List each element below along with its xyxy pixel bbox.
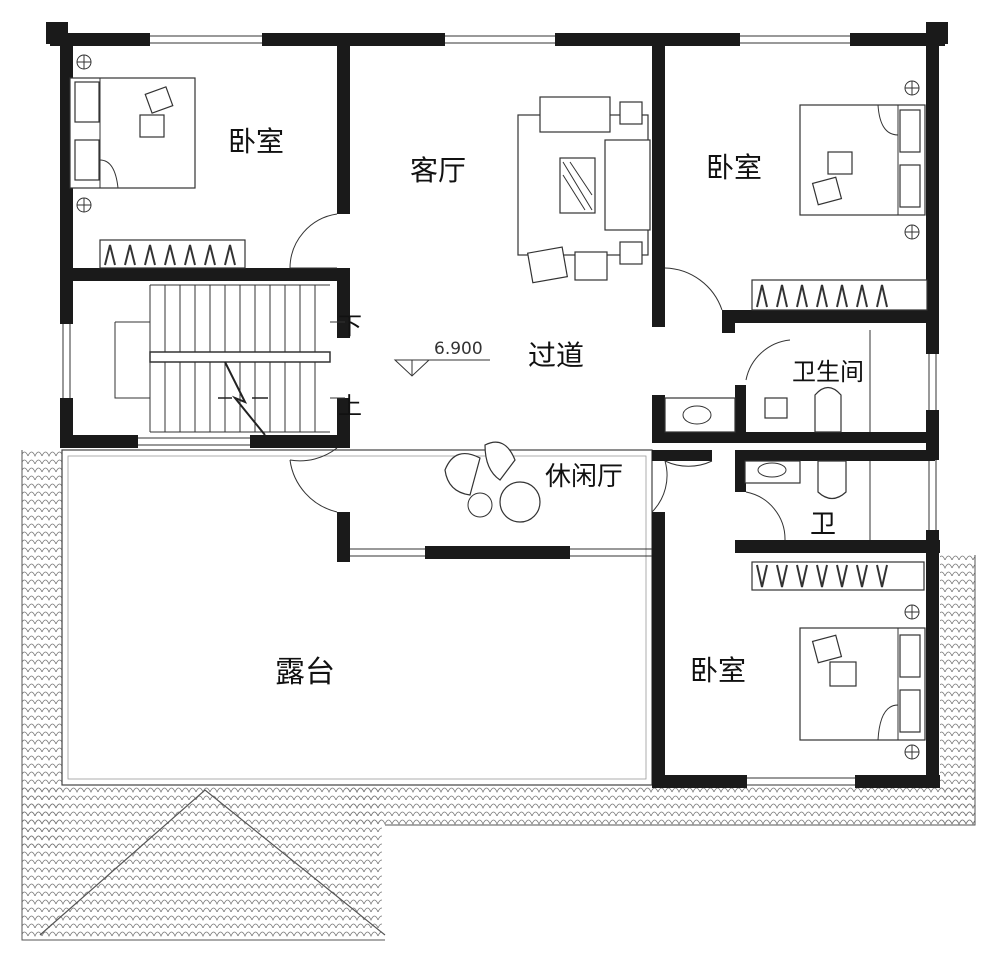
sofa-set (517, 96, 651, 284)
room-labels: 卧室 客厅 卧室 过道 卫生间 休闲厅 卫 露台 卧室 下 上 (228, 125, 864, 690)
leisure-chairs (444, 441, 541, 523)
label-stairs-up: 上 (338, 392, 362, 420)
elevation-label: 6.900 (434, 339, 483, 359)
doors (289, 213, 871, 541)
bed-nw (69, 54, 196, 213)
elevation-marker: 6.900 (393, 339, 490, 377)
label-bedroom-se: 卧室 (690, 654, 746, 687)
label-bathroom-main: 卫生间 (792, 358, 864, 386)
roof-tiles (21, 450, 976, 941)
walls (46, 22, 948, 788)
label-living-room: 客厅 (410, 154, 466, 187)
wardrobe-nw (99, 239, 246, 269)
wardrobe-ne (751, 279, 928, 311)
label-stairs-down: 下 (338, 312, 362, 340)
label-terrace: 露台 (275, 655, 335, 690)
bed-ne (799, 80, 926, 240)
label-bathroom-small: 卫 (810, 510, 836, 540)
staircase (114, 284, 345, 436)
bath-fixtures (664, 386, 847, 500)
label-leisure-hall: 休闲厅 (545, 462, 623, 492)
bed-se (799, 604, 926, 760)
label-bedroom-nw: 卧室 (228, 125, 284, 158)
wardrobe-se (751, 561, 925, 591)
label-corridor: 过道 (528, 339, 584, 372)
label-bedroom-ne: 卧室 (706, 151, 762, 184)
terrace-outline (61, 449, 653, 786)
